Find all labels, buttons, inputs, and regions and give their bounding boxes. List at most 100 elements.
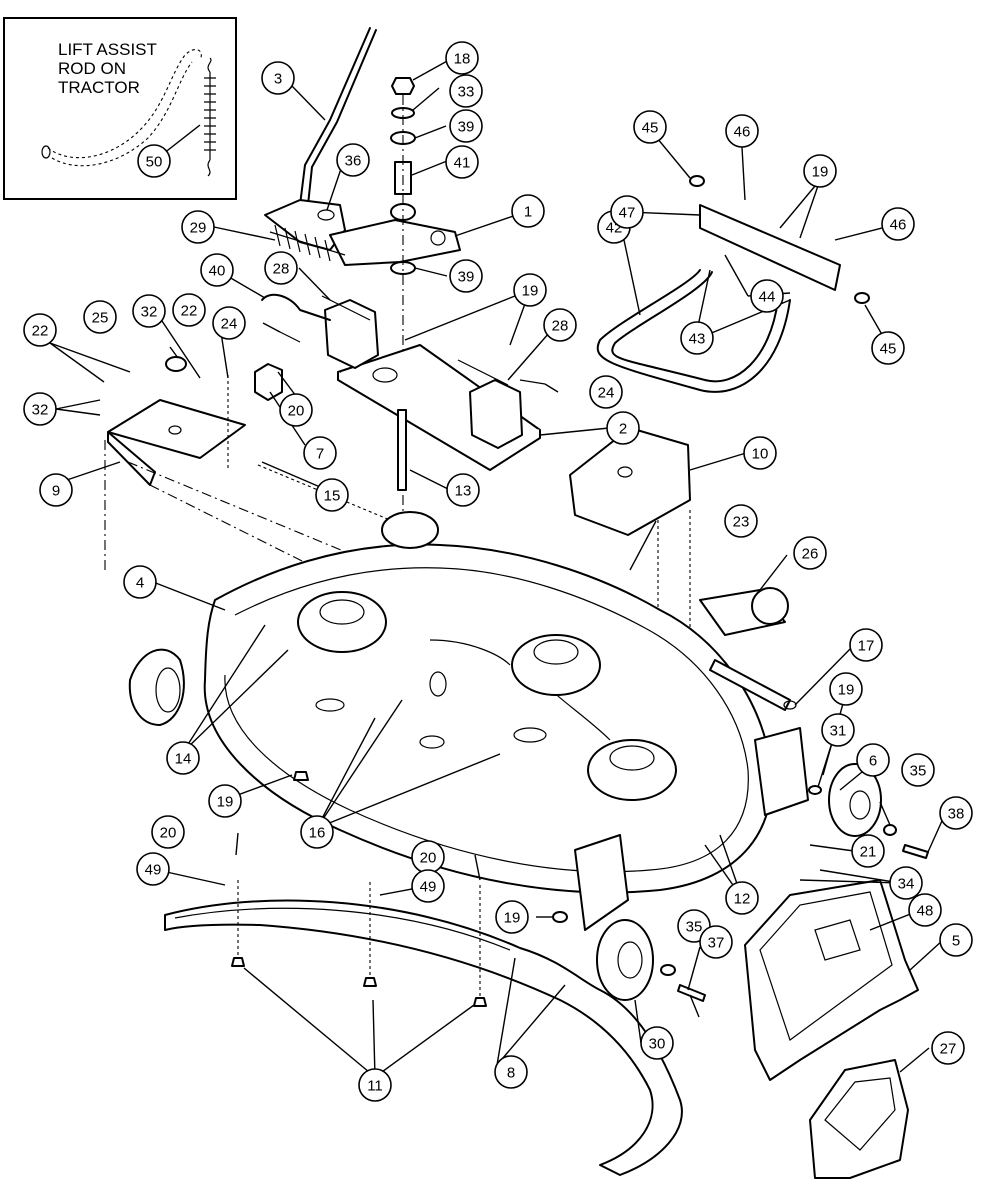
callout-circle <box>445 41 479 75</box>
balloon-43: 43 <box>680 321 714 355</box>
pivot-stack <box>390 77 416 540</box>
balloon-19-top-right: 19 <box>803 154 837 188</box>
balloon-28-left: 28 <box>264 251 298 285</box>
callout-balloons: 1234567891011121314151617181919191919202… <box>23 41 973 1102</box>
callout-circle <box>849 628 883 662</box>
callout-number: 19 <box>812 164 829 181</box>
callout-number: 24 <box>221 316 238 333</box>
balloon-49-left: 49 <box>136 852 170 886</box>
balloon-50: 50 <box>137 144 171 178</box>
lift-handle-assembly <box>264 27 461 266</box>
mower-deck <box>128 511 882 1001</box>
callout-circle <box>23 392 57 426</box>
callout-circle <box>200 253 234 287</box>
callout-number: 20 <box>288 403 305 420</box>
callout-circle <box>137 144 171 178</box>
balloon-31: 31 <box>821 713 855 747</box>
callout-circle <box>123 565 157 599</box>
balloon-11: 11 <box>358 1068 392 1102</box>
callout-number: 28 <box>273 261 290 278</box>
balloon-10: 10 <box>743 436 777 470</box>
callout-number: 45 <box>642 120 659 137</box>
callout-circle <box>411 869 445 903</box>
balloon-13: 13 <box>446 473 480 507</box>
callout-number: 30 <box>649 1036 666 1053</box>
callout-circle <box>821 713 855 747</box>
discharge-chute <box>744 879 919 1081</box>
balloon-48: 48 <box>908 893 942 927</box>
callout-circle <box>699 925 733 959</box>
balloon-24-left: 24 <box>212 306 246 340</box>
inset-title-line-1: LIFT ASSIST <box>58 40 157 59</box>
callout-number: 49 <box>145 862 162 879</box>
callout-circle <box>511 194 545 228</box>
callout-circle <box>261 61 295 95</box>
callout-number: 20 <box>160 825 177 842</box>
mount-plate <box>261 293 546 491</box>
callout-number: 41 <box>454 155 471 172</box>
callout-circle <box>640 1026 674 1060</box>
callout-circle <box>300 815 334 849</box>
balloon-20-baffle-mid: 20 <box>411 840 445 874</box>
balloon-44: 44 <box>750 279 784 313</box>
balloon-47: 47 <box>610 195 644 229</box>
balloon-23: 23 <box>724 504 758 538</box>
spring-icon <box>204 72 216 160</box>
callout-circle <box>939 923 973 957</box>
callout-number: 39 <box>458 119 475 136</box>
callout-circle <box>136 852 170 886</box>
callout-circle <box>633 110 667 144</box>
mulch-plug <box>809 1059 909 1179</box>
callout-number: 13 <box>455 483 472 500</box>
callout-circle <box>724 504 758 538</box>
callout-number: 25 <box>92 310 109 327</box>
callout-circle <box>39 473 73 507</box>
callout-circle <box>851 834 885 868</box>
callout-circle <box>793 536 827 570</box>
callout-circle <box>336 143 370 177</box>
balloon-22-left: 22 <box>23 313 57 347</box>
callout-circle <box>303 436 337 470</box>
callout-circle <box>856 743 890 777</box>
callout-number: 24 <box>598 385 615 402</box>
balloon-19-plate: 19 <box>513 273 547 307</box>
front-baffle <box>164 880 683 1176</box>
callout-number: 44 <box>759 289 776 306</box>
balloon-20-bracket: 20 <box>279 393 313 427</box>
balloon-5: 5 <box>939 923 973 957</box>
balloon-36: 36 <box>336 143 370 177</box>
balloon-17: 17 <box>849 628 883 662</box>
callout-number: 40 <box>209 263 226 280</box>
callout-number: 12 <box>734 891 751 908</box>
balloon-4: 4 <box>123 565 157 599</box>
balloon-45-right: 45 <box>871 331 905 365</box>
callout-number: 6 <box>869 753 877 770</box>
callout-number: 33 <box>458 84 475 101</box>
callout-number: 35 <box>686 919 703 936</box>
callout-number: 1 <box>524 204 532 221</box>
balloon-22-mid: 22 <box>172 293 206 327</box>
callout-number: 43 <box>689 331 706 348</box>
callout-number: 31 <box>830 723 847 740</box>
callout-number: 5 <box>952 933 960 950</box>
callout-circle <box>449 74 483 108</box>
balloon-49-mid: 49 <box>411 869 445 903</box>
callout-number: 19 <box>217 794 234 811</box>
callout-circle <box>358 1068 392 1102</box>
callout-number: 34 <box>898 876 915 893</box>
balloon-39-lower: 39 <box>449 259 483 293</box>
callout-circle <box>83 300 117 334</box>
callout-number: 29 <box>190 220 207 237</box>
callout-number: 45 <box>880 341 897 358</box>
callout-circle <box>589 375 623 409</box>
callout-circle <box>680 321 714 355</box>
callout-number: 38 <box>948 806 965 823</box>
deck-roller <box>699 587 797 711</box>
callout-circle <box>181 210 215 244</box>
balloon-34: 34 <box>889 866 923 900</box>
callout-circle <box>279 393 313 427</box>
grass-deflector-kit <box>596 175 870 393</box>
balloon-38: 38 <box>939 796 973 830</box>
callout-number: 2 <box>619 421 627 438</box>
